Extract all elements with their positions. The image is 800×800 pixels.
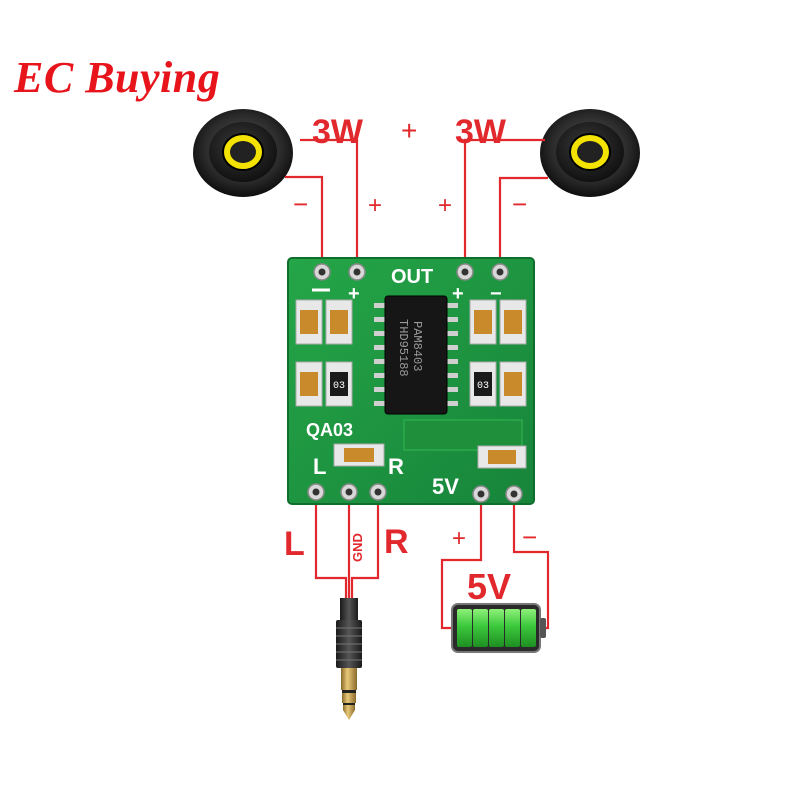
battery-label: 5V bbox=[467, 566, 511, 607]
output-pads bbox=[313, 263, 509, 281]
board-pin-plus-left: + bbox=[348, 283, 360, 305]
input-label-right: R bbox=[384, 523, 409, 561]
input-label-ground: GND bbox=[350, 533, 365, 562]
input-wires bbox=[314, 492, 380, 598]
brand-logo: EC Buying bbox=[14, 53, 221, 102]
smd-components-left: 03 bbox=[295, 299, 353, 407]
board-supply-label: 5V bbox=[432, 474, 459, 499]
chip-marking-1: PAM8403 bbox=[410, 321, 424, 371]
smd-components-right: 03 bbox=[469, 299, 527, 407]
cap-left-marking: 03 bbox=[333, 381, 345, 392]
amplifier-chip: PAM8403 THD95188 bbox=[374, 295, 458, 415]
chip-marking-2: THD95188 bbox=[396, 319, 410, 377]
board-input-l: L bbox=[313, 454, 326, 479]
audio-jack-plug bbox=[336, 598, 362, 720]
board-input-r: R bbox=[388, 454, 404, 479]
supply-plus: + bbox=[452, 525, 466, 552]
board-pin-plus-right: + bbox=[452, 283, 464, 305]
cap-right-marking: 03 bbox=[477, 381, 489, 392]
board-out-label: OUT bbox=[391, 266, 433, 288]
speaker-left bbox=[193, 109, 293, 197]
speaker-right-minus: − bbox=[512, 189, 527, 219]
board-model-label: QA03 bbox=[306, 420, 353, 440]
battery-icon bbox=[451, 603, 546, 653]
board-pin-minus-right: − bbox=[490, 283, 502, 305]
power-pads bbox=[472, 485, 523, 503]
supply-minus: − bbox=[522, 522, 537, 552]
speaker-right bbox=[540, 109, 640, 197]
speaker-right-plus: + bbox=[438, 192, 452, 219]
power-label-plus: + bbox=[401, 115, 417, 146]
input-label-left: L bbox=[284, 525, 305, 563]
speaker-left-minus: − bbox=[293, 189, 308, 219]
input-pads bbox=[307, 483, 387, 501]
power-label-right: 3W bbox=[455, 113, 507, 151]
power-label-left: 3W bbox=[312, 113, 364, 151]
speaker-wires bbox=[285, 138, 548, 270]
amplifier-board: OUT + + − PAM8403 THD95188 03 bbox=[287, 257, 535, 505]
speaker-left-plus: + bbox=[368, 192, 382, 219]
